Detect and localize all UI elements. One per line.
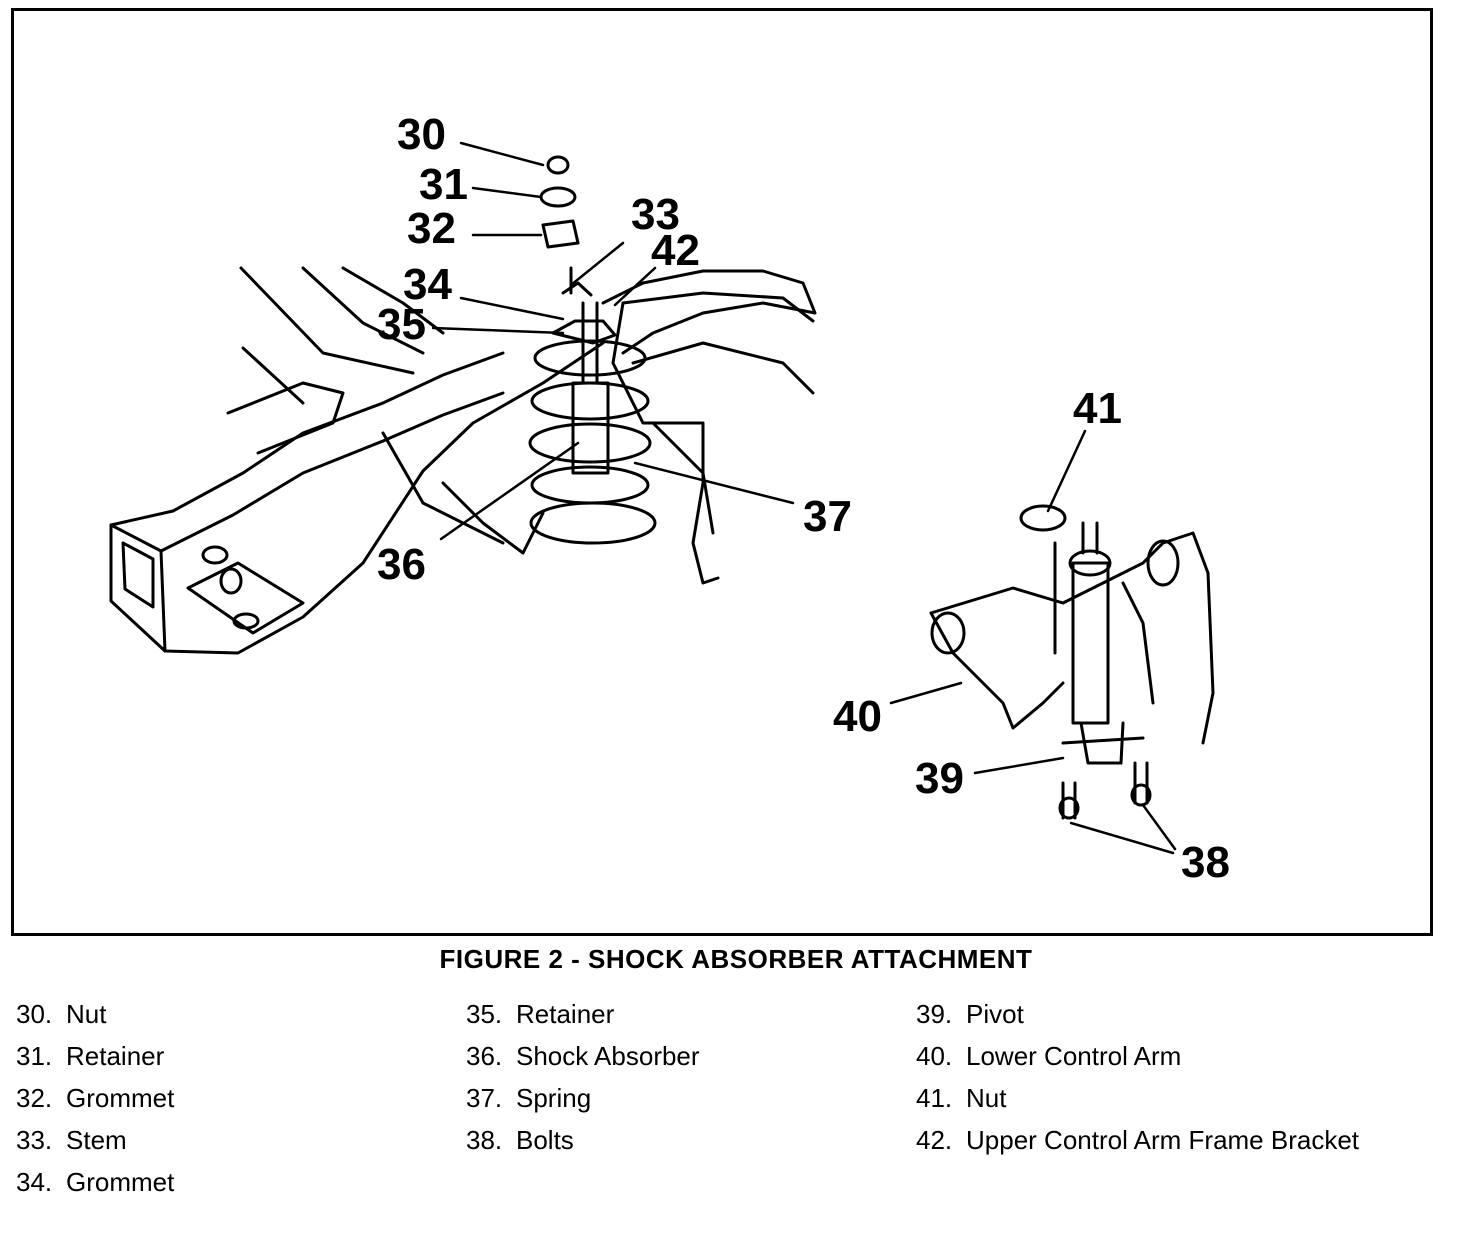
legend-number: 35. bbox=[466, 999, 503, 1029]
callout-34: 34 bbox=[403, 260, 452, 309]
legend-item: 34. Grommet bbox=[16, 1164, 174, 1206]
legend-label: Pivot bbox=[966, 999, 1024, 1029]
legend-label: Grommet bbox=[66, 1083, 175, 1113]
shock-absorber-illustration: 30 31 32 33 34 35 36 37 38 39 40 41 42 bbox=[109, 110, 1230, 887]
shock-absorber-installed bbox=[539, 155, 617, 475]
removed-shock-assembly bbox=[929, 504, 1215, 765]
callout-labels: 30 31 32 33 34 35 36 37 38 39 40 41 42 bbox=[377, 110, 1230, 887]
callout-30: 30 bbox=[397, 110, 446, 159]
legend-label: Spring bbox=[516, 1083, 592, 1113]
callout-42: 42 bbox=[651, 226, 700, 275]
coil-spring bbox=[528, 339, 657, 545]
legend-item: 30. Nut bbox=[16, 996, 174, 1038]
legend-column-3: 39. Pivot 40. Lower Control Arm 41. Nut 42.… bbox=[916, 996, 1359, 1164]
legend-label: Grommet bbox=[66, 1167, 175, 1197]
legend-number: 34. bbox=[16, 1167, 53, 1197]
callout-32: 32 bbox=[407, 204, 456, 253]
legend-label: Upper Control Arm Frame Bracket bbox=[966, 1125, 1360, 1155]
callout-37: 37 bbox=[803, 492, 852, 541]
callout-39: 39 bbox=[915, 754, 964, 803]
legend-number: 37. bbox=[466, 1083, 503, 1113]
callout-35: 35 bbox=[377, 300, 426, 349]
legend-number: 39. bbox=[916, 999, 953, 1029]
frame-rail bbox=[109, 266, 605, 655]
upper-control-arm-bracket bbox=[601, 269, 817, 585]
figure-frame: 30 31 32 33 34 35 36 37 38 39 40 41 42 bbox=[11, 8, 1433, 936]
legend-label: Nut bbox=[66, 999, 107, 1029]
callout-41: 41 bbox=[1073, 384, 1122, 433]
callout-40: 40 bbox=[833, 692, 882, 741]
legend-number: 33. bbox=[16, 1125, 53, 1155]
legend-number: 41. bbox=[916, 1083, 953, 1113]
legend-number: 42. bbox=[916, 1125, 953, 1155]
callout-38: 38 bbox=[1181, 838, 1230, 887]
legend-label: Retainer bbox=[516, 999, 615, 1029]
legend-item: 36. Shock Absorber bbox=[466, 1038, 700, 1080]
callout-33: 33 bbox=[631, 190, 680, 239]
legend-label: Retainer bbox=[66, 1041, 165, 1071]
legend-column-2: 35.Retainer 36.Shock Absorber 37.Spring … bbox=[466, 996, 700, 1164]
legend-item: 33. Stem bbox=[16, 1122, 174, 1164]
legend-number: 31. bbox=[16, 1041, 53, 1071]
legend-item: 41. Nut bbox=[916, 1080, 1359, 1122]
legend-item: 39. Pivot bbox=[916, 996, 1359, 1038]
bolts bbox=[1058, 761, 1152, 820]
legend-column-1: 30. Nut 31. Retainer 32. Grommet 33. Stem 34… bbox=[16, 996, 174, 1206]
legend-item: 31. Retainer bbox=[16, 1038, 174, 1080]
legend-number: 32. bbox=[16, 1083, 53, 1113]
legend-label: Nut bbox=[966, 1083, 1007, 1113]
legend-number: 36. bbox=[466, 1041, 503, 1071]
legend-item: 32. Grommet bbox=[16, 1080, 174, 1122]
legend-item: 35. Retainer bbox=[466, 996, 700, 1038]
callout-31: 31 bbox=[419, 160, 468, 209]
legend-item: 38. Bolts bbox=[466, 1122, 700, 1164]
figure-caption: FIGURE 2 - SHOCK ABSORBER ATTACHMENT bbox=[439, 944, 1033, 974]
legend-item: 40. Lower Control Arm bbox=[916, 1038, 1359, 1080]
leader-lines bbox=[431, 141, 1177, 855]
legend-item: 37. Spring bbox=[466, 1080, 700, 1122]
legend-item: 42. Upper Control Arm Frame Bracket bbox=[916, 1122, 1359, 1164]
legend-number: 40. bbox=[916, 1041, 953, 1071]
legend-label: Shock Absorber bbox=[516, 1041, 700, 1071]
legend-number: 38. bbox=[466, 1125, 503, 1155]
legend-label: Lower Control Arm bbox=[966, 1041, 1182, 1071]
callout-36: 36 bbox=[377, 540, 426, 589]
legend-label: Stem bbox=[66, 1125, 127, 1155]
legend-number: 30. bbox=[16, 999, 53, 1029]
legend-label: Bolts bbox=[516, 1125, 574, 1155]
